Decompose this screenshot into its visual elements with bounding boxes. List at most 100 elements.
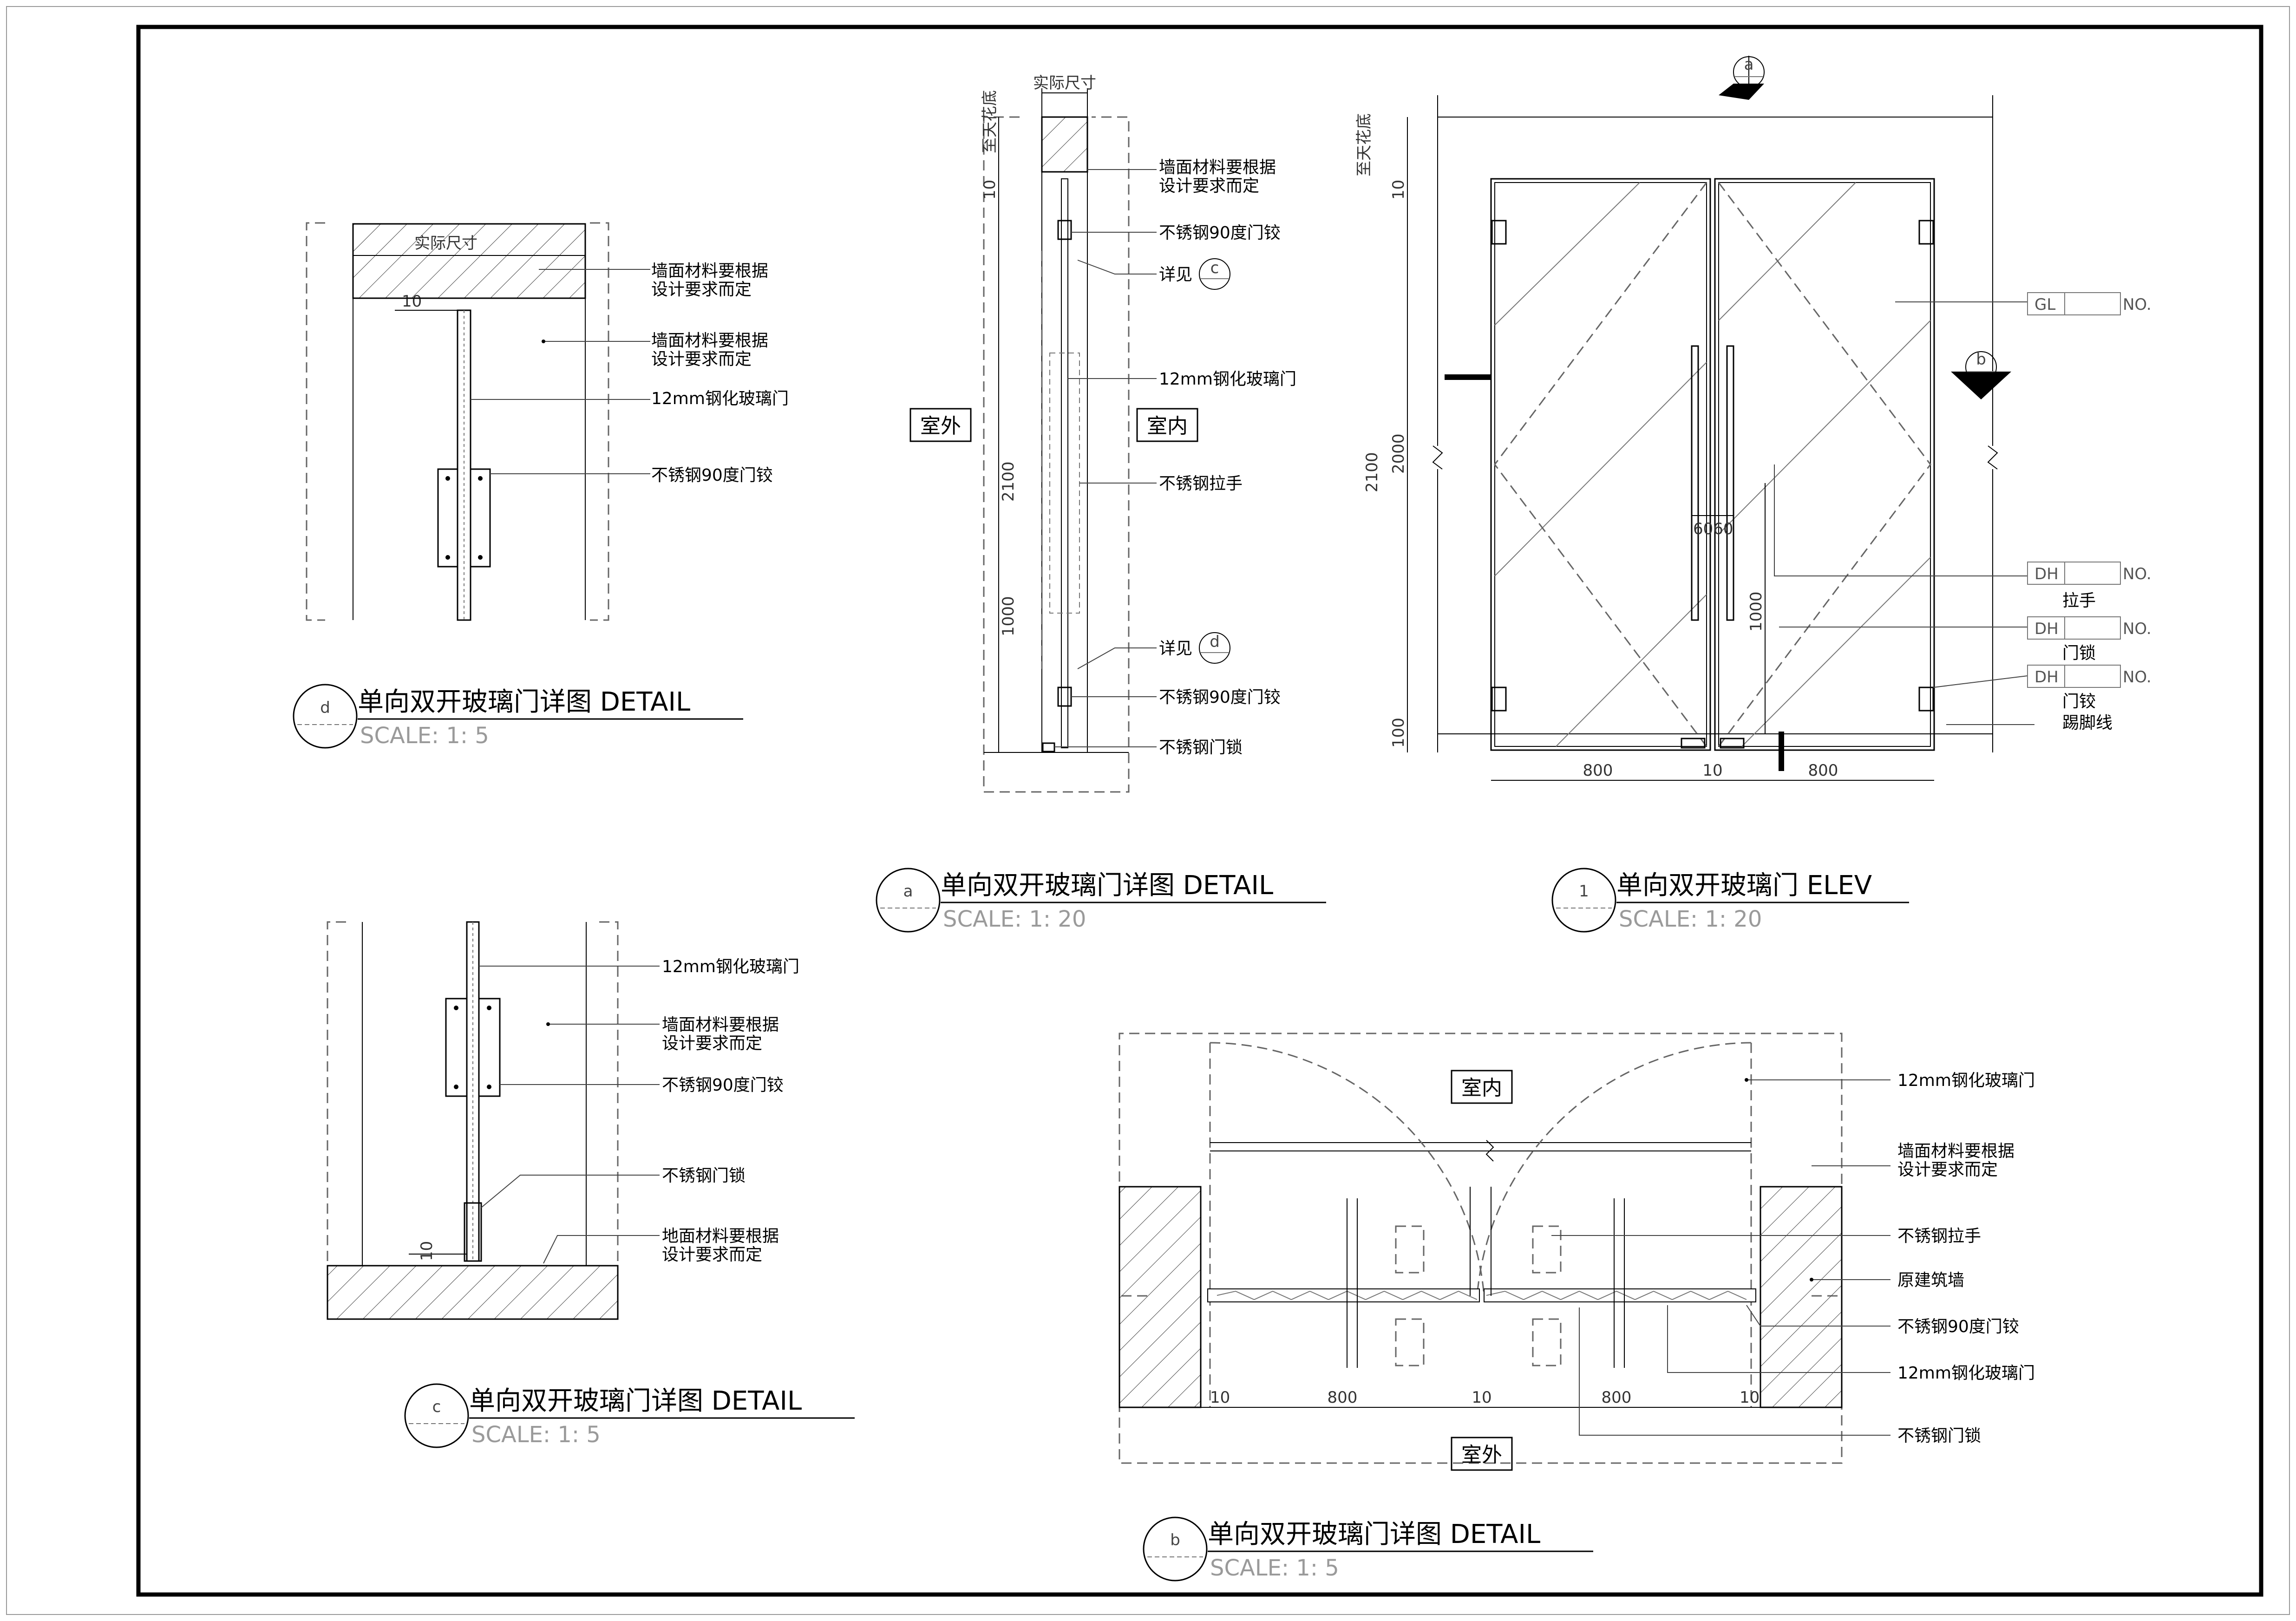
view-a-label-see-c: 详见 [1159,265,1192,284]
view-c-title: 单向双开玻璃门详图 DETAIL [469,1386,802,1416]
view-a-title-bubble [876,868,941,933]
view-c-title-bubble [404,1383,469,1448]
view-c-label-floor-b: 设计要求而定 [662,1245,762,1264]
view-a-label-hinge-top: 不锈钢90度门铰 [1159,223,1281,242]
elev-tag-dh1-no: NO. [2123,565,2152,583]
elev-scale: SCALE: 1: 20 [1619,906,1762,932]
view-b-room-out: 室外 [1461,1443,1502,1467]
view-b-title: 单向双开玻璃门详图 DETAIL [1208,1519,1540,1549]
view-a-dim-1000: 1000 [999,596,1018,636]
view-b-label-hinge: 不锈钢90度门铰 [1897,1317,2019,1336]
view-b-glass-right [1484,1288,1756,1302]
view-elev: a b 至天花底 10 2100 2000 100 1000 6060 800 … [1355,55,2152,933]
view-a-label-wall-b: 设计要求而定 [1159,176,1259,196]
elev-tag-dh1: DH [2034,565,2059,583]
elev-dim-10: 10 [1389,180,1408,200]
view-b-dim-1: 800 [1328,1388,1358,1407]
view-a-label-wall-a: 墙面材料要根据 [1159,158,1276,177]
elev-dim-gap: 10 [1702,761,1722,780]
view-a-top-wall [1041,116,1088,173]
view-a-top-dim: 实际尺寸 [1033,74,1096,92]
view-c-bubble-letter: c [432,1398,441,1416]
elev-door-right [1714,178,1935,751]
elev-handle-right [1726,345,1734,621]
elev-bubble-number: 1 [1579,882,1589,901]
view-c-floor [327,1265,619,1320]
sheet-inner-border [136,25,2263,1597]
elev-dim-2100: 2100 [1363,452,1381,492]
view-a-scale: SCALE: 1: 20 [943,906,1086,932]
elev-tag-dh2-name: 门锁 [2062,644,2096,663]
elev-tag-dh3: DH [2034,668,2059,686]
view-b-wall-right [1760,1186,1843,1408]
view-d-detail: 实际尺寸 10 墙面材料要根据 设计要求而定 墙面材料要根据 设计要求而定 12… [293,222,789,749]
view-d-scale: SCALE: 1: 5 [360,723,489,749]
view-a-see-c-ref: c [1210,259,1219,277]
elev-dim-1000: 1000 [1747,591,1766,632]
view-a-glass-panel [1061,178,1068,748]
view-a-label-hinge-bot: 不锈钢90度门铰 [1159,688,1281,707]
elev-tag-dh2: DH [2034,620,2059,638]
view-a-room-in: 室内 [1147,414,1188,438]
view-d-label-wall1-b: 设计要求而定 [651,280,752,299]
view-d-top-wall [352,223,586,299]
view-a-see-d-ref: d [1210,633,1220,651]
view-b-dim-0: 10 [1210,1388,1230,1407]
view-d-bubble-letter: d [320,699,330,717]
view-a-detail: 实际尺寸 至天花底 10 2100 1000 室外 室内 墙面材料要根据 设计要… [876,74,1326,933]
view-a-dim-10: 10 [981,180,999,200]
view-c-label-wall-a: 墙面材料要根据 [662,1015,779,1034]
elev-dim-w1: 800 [1583,761,1613,780]
view-c-label-floor-a: 地面材料要根据 [662,1227,779,1246]
elev-ceiling-label: 至天花底 [1355,113,1374,176]
sheet-outer-border [6,6,2290,1615]
view-b-bubble-letter: b [1170,1531,1180,1549]
view-d-title-bubble [293,684,358,749]
elev-tag-dh1-name: 拉手 [2062,591,2096,610]
elev-section-a: a [1744,55,1754,74]
view-d-top-dim: 实际尺寸 [414,234,478,253]
elev-tag-gl: GL [2034,295,2055,314]
elev-dim-6060: 6060 [1693,520,1733,538]
view-a-room-out: 室外 [920,414,961,438]
elev-door-left [1490,178,1711,751]
view-b-room-in: 室内 [1461,1076,1502,1100]
elev-tag-skirting: 踢脚线 [2062,713,2113,732]
view-b-wall-left [1119,1186,1202,1408]
view-b-dim-4: 10 [1740,1388,1760,1407]
elev-dim-100: 100 [1389,718,1408,748]
view-a-title: 单向双开玻璃门详图 DETAIL [941,870,1273,901]
view-b-label-glass2: 12mm钢化玻璃门 [1897,1364,2035,1383]
view-a-ceiling-label: 至天花底 [981,90,999,153]
elev-tag-dh3-name: 门铰 [2062,692,2096,711]
view-a-dim-2100: 2100 [999,461,1018,502]
view-b-label-glass1: 12mm钢化玻璃门 [1897,1071,2035,1090]
view-d-gap-dim: 10 [402,292,422,311]
view-b-glass-left [1207,1288,1480,1302]
view-b-scale: SCALE: 1: 5 [1210,1555,1339,1581]
view-d-label-wall2-b: 设计要求而定 [651,350,752,369]
view-a-bubble-letter: a [903,882,913,901]
view-b-title-bubble [1143,1516,1208,1582]
view-c-label-lock: 不锈钢门锁 [662,1166,746,1185]
view-c-detail: 10 12mm钢化玻璃门 墙面材料要根据 设计要求而定 不锈钢90度门铰 不锈钢… [327,921,855,1448]
elev-tag-dh3-no: NO. [2123,668,2152,686]
view-a-label-handle: 不锈钢拉手 [1159,474,1243,493]
elev-tag-gl-no: NO. [2123,295,2152,314]
view-c-label-wall-b: 设计要求而定 [662,1034,762,1053]
elev-handle-left [1691,345,1699,621]
view-b-label-lock: 不锈钢门锁 [1897,1426,1981,1445]
elev-title: 单向双开玻璃门 ELEV [1616,870,1872,901]
view-d-label-wall1-a: 墙面材料要根据 [651,261,768,281]
view-d-title: 单向双开玻璃门详图 DETAIL [358,687,690,717]
view-b-dim-3: 800 [1602,1388,1632,1407]
elev-dim-2000: 2000 [1389,433,1408,474]
elev-tag-dh2-no: NO. [2123,620,2152,638]
elev-section-b: b [1976,350,1986,369]
view-c-label-hinge: 不锈钢90度门铰 [662,1076,784,1095]
view-a-label-glass: 12mm钢化玻璃门 [1159,370,1296,389]
view-b-dim-2: 10 [1472,1388,1491,1407]
elev-dim-w2: 800 [1808,761,1838,780]
view-b-label-handle: 不锈钢拉手 [1897,1227,1981,1246]
